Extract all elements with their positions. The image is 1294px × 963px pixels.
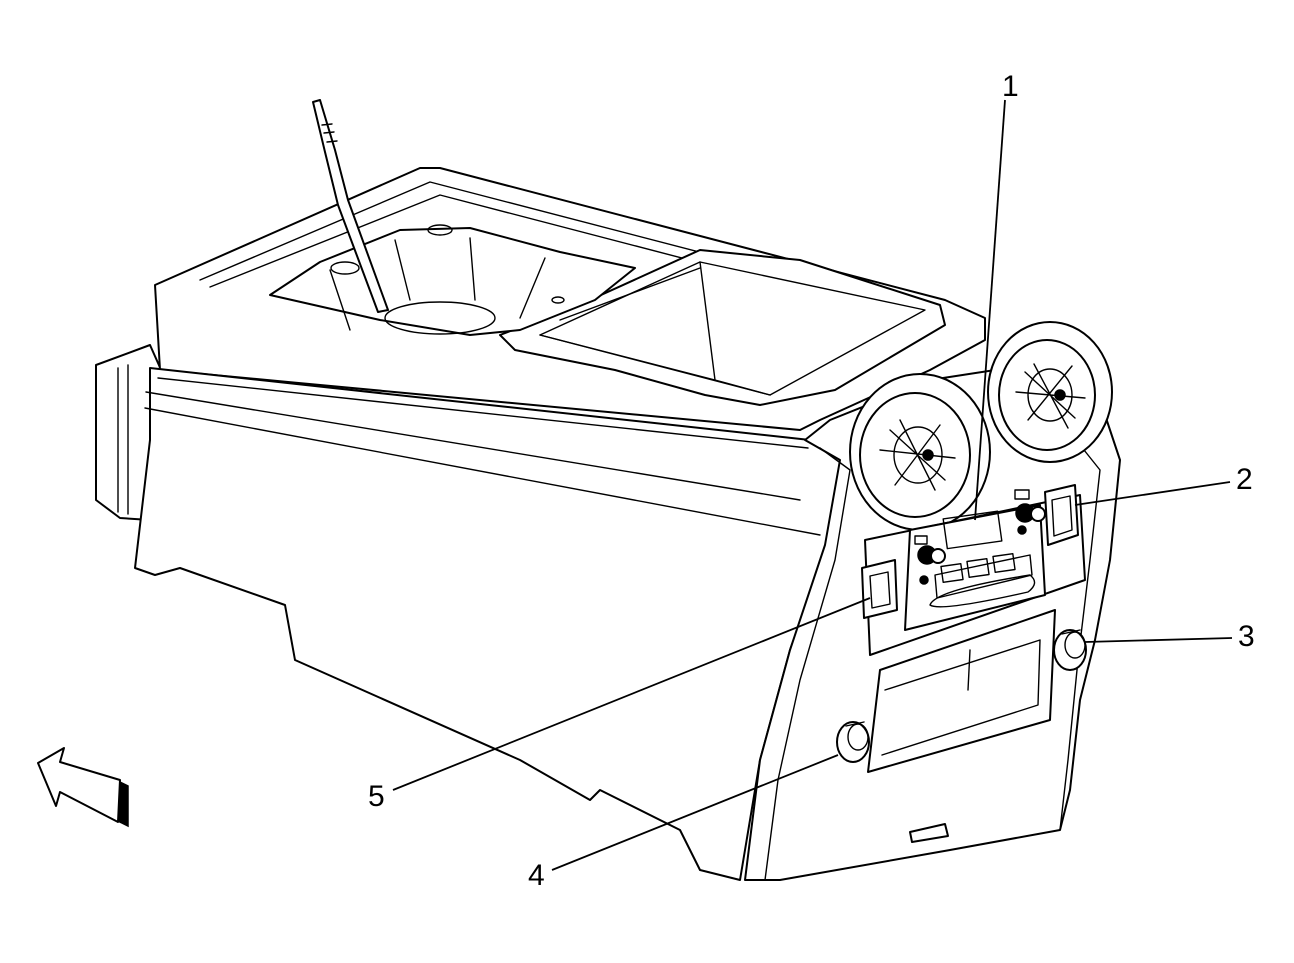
leader-line-4 xyxy=(551,754,839,871)
leader-line-1 xyxy=(974,99,1006,521)
left-air-vent xyxy=(849,373,991,531)
left-lower-knob xyxy=(836,721,870,763)
callout-1: 1 xyxy=(1002,70,1019,103)
leader-line-2 xyxy=(1074,481,1231,506)
right-switch xyxy=(1044,484,1079,546)
callouts: 1 2 3 4 5 xyxy=(368,70,1255,892)
right-lower-knob xyxy=(1053,629,1087,671)
shifter-cable xyxy=(312,99,389,313)
right-air-vent xyxy=(987,321,1113,463)
callout-3: 3 xyxy=(1238,620,1255,653)
callout-4: 4 xyxy=(528,859,545,892)
front-direction-arrow-icon xyxy=(37,747,129,828)
leader-lines xyxy=(392,99,1233,871)
rear-control-panel xyxy=(864,489,1086,656)
callout-2: 2 xyxy=(1236,463,1253,496)
callout-5: 5 xyxy=(368,780,385,813)
leader-line-3 xyxy=(1084,637,1233,643)
storage-bin xyxy=(499,249,946,406)
lower-storage-pocket xyxy=(867,609,1056,773)
leader-line-5 xyxy=(392,597,871,791)
left-switch xyxy=(861,559,898,619)
